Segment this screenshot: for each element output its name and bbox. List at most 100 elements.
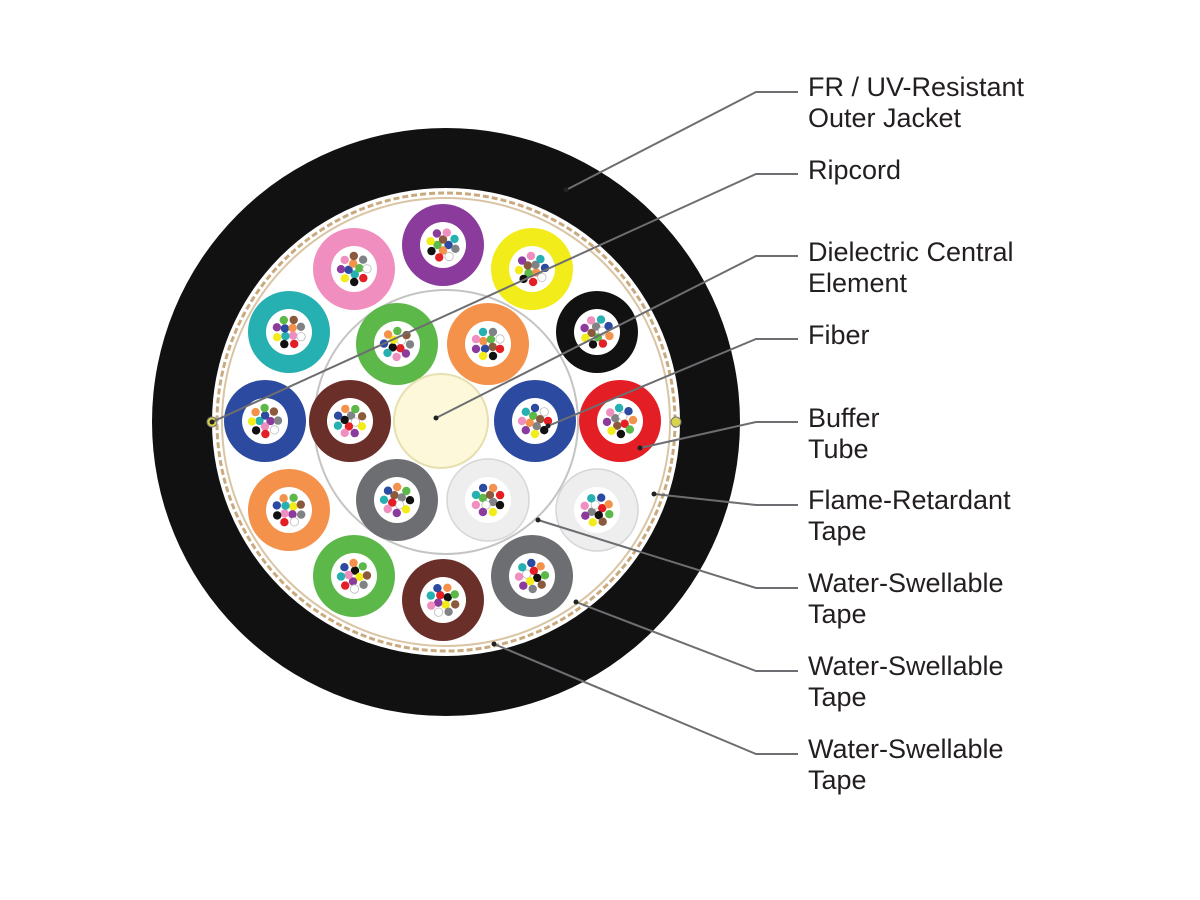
fiber xyxy=(598,517,607,526)
fiber xyxy=(348,577,358,586)
fiber xyxy=(598,339,608,348)
fiber xyxy=(488,483,498,493)
fiber xyxy=(351,404,360,414)
leader-central-element-dot xyxy=(433,415,439,421)
fiber xyxy=(605,331,614,341)
fiber xyxy=(426,591,435,600)
fiber xyxy=(604,321,613,331)
cable-cross-section xyxy=(152,128,740,716)
fiber xyxy=(350,566,360,575)
fiber xyxy=(433,607,444,617)
buffer-tube-gel xyxy=(420,222,466,268)
fiber xyxy=(525,418,534,427)
buffer-tube-orange xyxy=(447,303,529,385)
label-ripcord: Ripcord xyxy=(808,155,902,185)
fiber xyxy=(488,507,498,517)
fiber xyxy=(480,344,490,353)
fiber xyxy=(611,414,620,423)
fiber xyxy=(336,572,346,581)
fiber xyxy=(526,251,536,261)
buffer-tube-white xyxy=(446,458,530,542)
fiber xyxy=(289,502,298,511)
fiber xyxy=(438,235,448,244)
fiber xyxy=(357,412,367,421)
fiber xyxy=(581,511,590,520)
fiber xyxy=(289,517,299,527)
fiber xyxy=(488,351,498,361)
fiber xyxy=(536,415,545,424)
fiber xyxy=(625,425,634,434)
fiber xyxy=(521,407,530,416)
fiber xyxy=(349,251,358,261)
fiber xyxy=(383,504,392,514)
fiber xyxy=(486,335,496,344)
fiber xyxy=(434,598,443,607)
fiber xyxy=(388,343,397,352)
fiber xyxy=(388,498,397,507)
fiber xyxy=(288,331,298,340)
fiber xyxy=(355,264,364,273)
fiber xyxy=(537,272,547,282)
fiber xyxy=(393,482,402,492)
fiber xyxy=(478,493,488,503)
fiber xyxy=(587,507,596,516)
leader-ripcord xyxy=(211,173,798,423)
fiber xyxy=(344,570,353,580)
leader-water-swellable-tape-3-dot xyxy=(491,641,497,647)
buffer-tube-gel xyxy=(465,321,511,367)
fiber xyxy=(296,322,306,331)
fiber xyxy=(444,251,454,262)
buffer-tube-yellow xyxy=(491,228,573,310)
fiber xyxy=(350,270,359,279)
fiber xyxy=(290,339,299,349)
fiber xyxy=(350,277,359,287)
fiber xyxy=(528,584,537,594)
fiber xyxy=(281,331,290,341)
fiber xyxy=(528,277,538,287)
fiber xyxy=(517,256,527,265)
fiber xyxy=(531,260,540,269)
fiber xyxy=(390,491,399,500)
fiber xyxy=(543,416,553,426)
fiber xyxy=(450,234,459,244)
fiber xyxy=(273,511,282,520)
fiber xyxy=(495,344,505,354)
leader-dots xyxy=(209,91,798,755)
leader-fiber xyxy=(547,338,798,427)
fiber xyxy=(478,507,488,517)
fiber xyxy=(350,428,359,438)
fiber xyxy=(581,333,590,343)
fiber xyxy=(280,324,290,333)
fiber xyxy=(471,334,481,344)
fiber xyxy=(269,425,279,435)
fiber xyxy=(383,486,393,495)
buffer-tube-blue xyxy=(494,380,576,462)
fiber xyxy=(597,493,606,502)
fiber xyxy=(442,228,451,237)
buffer-tube-gel xyxy=(420,577,466,623)
fiber xyxy=(602,417,612,427)
buffer-tube-green xyxy=(313,535,395,617)
fiber xyxy=(359,273,368,283)
fiber xyxy=(280,509,289,518)
dielectric-central-element xyxy=(393,373,489,469)
fiber xyxy=(514,265,524,275)
fiber xyxy=(344,265,353,274)
leader-central-element xyxy=(435,255,798,419)
fiber xyxy=(358,562,367,571)
buffer-tube-black xyxy=(556,291,638,373)
fiber xyxy=(279,494,288,503)
fiber xyxy=(524,269,533,278)
buffer-tube-gel xyxy=(574,487,620,533)
buffer-tube-white xyxy=(555,468,639,552)
leader-ripcord-dot xyxy=(209,419,215,425)
fiber xyxy=(392,508,401,518)
fiber xyxy=(471,490,481,500)
leader-water-swellable-tape-3 xyxy=(493,643,798,755)
fiber xyxy=(444,607,453,616)
fiber xyxy=(281,501,290,510)
